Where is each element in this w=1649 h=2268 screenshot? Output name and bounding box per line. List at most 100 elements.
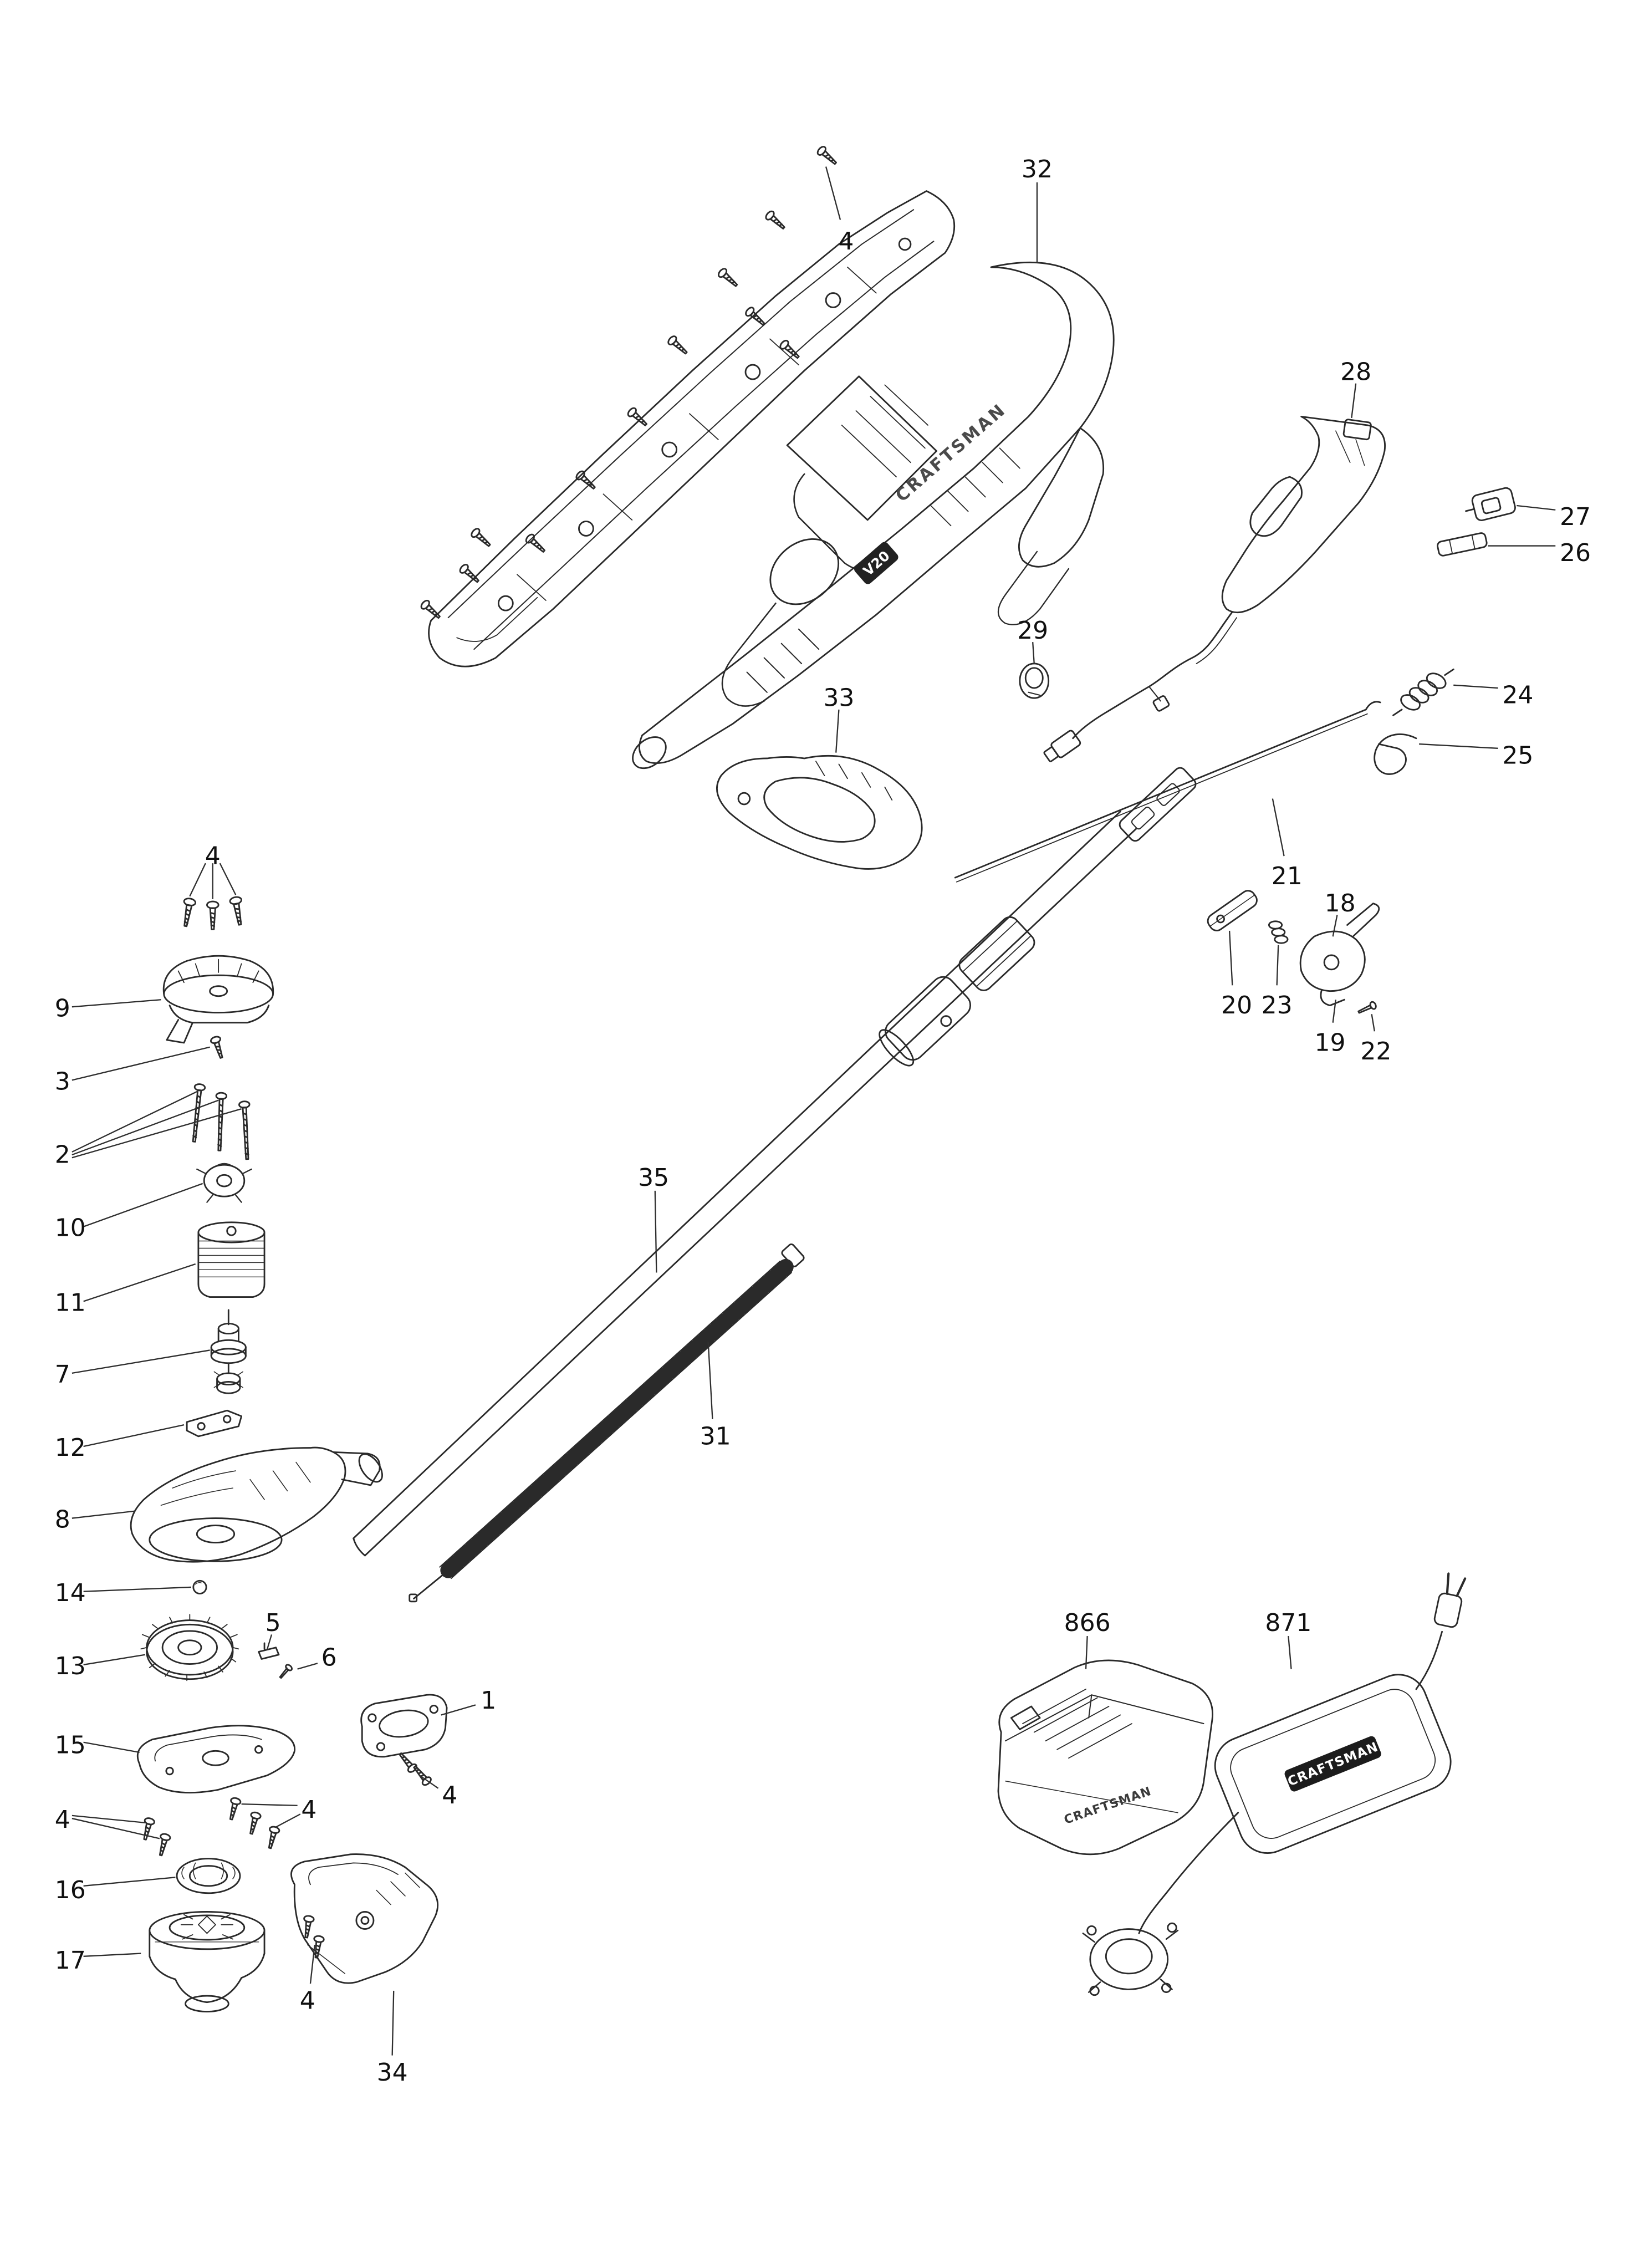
leader-line-8-0 (72, 1510, 136, 1519)
leader-line-21-0 (1272, 798, 1285, 857)
v20-badge (854, 542, 898, 584)
leader-line-20-0 (1228, 930, 1233, 986)
part-label-2: 2 (55, 1141, 70, 1169)
part-label-35: 35 (638, 1164, 669, 1192)
part-15-guard (136, 1725, 295, 1794)
part-10-hub (196, 1163, 252, 1203)
wiring-harness (1072, 611, 1233, 740)
screw-icon (300, 1914, 315, 1939)
part-label-3: 3 (55, 1067, 70, 1095)
part-34-cover (290, 1853, 439, 1984)
charger-input-cord (1415, 1630, 1443, 1690)
part-24-spring (1392, 668, 1454, 716)
charger-logo-badge (1284, 1736, 1381, 1792)
part-7-rotor (210, 1309, 247, 1394)
leader-line-4d-1 (72, 1817, 160, 1839)
part-label-15: 15 (55, 1731, 86, 1759)
leader-line-35-0 (654, 1190, 657, 1273)
part-18-cam-lever (1299, 903, 1380, 1007)
leader-line-6-0 (297, 1663, 318, 1670)
part-12-plate (186, 1409, 243, 1438)
part-11-motor (197, 1221, 266, 1298)
leader-line-7-0 (72, 1349, 210, 1374)
leader-line-5-0 (267, 1634, 273, 1649)
leader-line-16-0 (83, 1877, 176, 1887)
part-label-17: 17 (55, 1946, 86, 1975)
screw-icon (666, 334, 691, 358)
part-label-18: 18 (1325, 889, 1356, 918)
leader-line-2-1 (72, 1099, 219, 1156)
part-label-6: 6 (321, 1643, 337, 1671)
part-17-spool (149, 1911, 266, 2012)
leader-line-22-0 (1371, 1013, 1375, 1032)
leader-line-4b-2 (219, 863, 237, 895)
screw-icon (206, 900, 219, 930)
leader-line-15-0 (83, 1741, 140, 1754)
shaft-coupler-lower (879, 976, 972, 1067)
part-label-4f: 4 (300, 1987, 315, 2015)
part-label-23: 23 (1262, 991, 1293, 1020)
part-label-14: 14 (55, 1579, 86, 1607)
leader-line-866-0 (1085, 1635, 1088, 1669)
part-label-32: 32 (1022, 155, 1053, 184)
part-label-1: 1 (481, 1686, 496, 1715)
leader-line-3-0 (72, 1046, 210, 1081)
battery-latch (1010, 1705, 1041, 1730)
part-35-shaft-tube (353, 767, 1197, 1557)
part-label-11: 11 (55, 1288, 86, 1317)
part-label-25: 25 (1502, 741, 1533, 769)
leader-line-9-0 (72, 999, 161, 1008)
part-label-4b: 4 (205, 842, 221, 870)
part-8-gear-housing (130, 1446, 383, 1563)
guard-screws-group (139, 1796, 281, 1857)
screw-icon (264, 1824, 281, 1851)
part-31-flex-shaft (409, 1243, 805, 1603)
leader-line-2-2 (72, 1108, 242, 1159)
part-label-12: 12 (55, 1434, 86, 1462)
leader-line-10-0 (83, 1183, 203, 1227)
screw-icon (179, 896, 197, 928)
leader-line-28-0 (1351, 383, 1357, 419)
part-label-871: 871 (1265, 1609, 1311, 1637)
head-screws-group (179, 895, 247, 930)
leader-line-11-0 (83, 1263, 196, 1302)
part-14-ball (192, 1579, 207, 1595)
leader-line-4a-0 (825, 166, 841, 220)
leader-line-27-0 (1517, 504, 1556, 511)
part-1-clamp-bracket (360, 1694, 448, 1758)
wall-plug (1433, 1572, 1467, 1628)
screw-icon (238, 1100, 253, 1160)
leader-line-19-0 (1332, 1000, 1337, 1023)
part-label-866: 866 (1064, 1609, 1111, 1637)
part-5-clip (258, 1642, 280, 1660)
part-13-gear (140, 1614, 239, 1681)
part-label-4c: 4 (442, 1781, 457, 1810)
leader-line-13-0 (83, 1654, 146, 1665)
part-33-aux-handle (716, 755, 923, 870)
part-label-27: 27 (1560, 503, 1591, 531)
part-32-housing-left-half (428, 190, 956, 667)
leader-line-25-0 (1419, 743, 1498, 750)
part-29-switch-button (1019, 662, 1050, 699)
part-27-switch-block (1465, 487, 1516, 522)
part-label-33: 33 (823, 684, 854, 712)
part-21-rod (954, 701, 1381, 883)
part-label-34: 34 (377, 2058, 408, 2087)
part-label-5: 5 (266, 1609, 281, 1637)
leader-line-12-0 (83, 1424, 185, 1448)
part-label-16: 16 (55, 1876, 86, 1904)
leader-line-29-0 (1032, 642, 1035, 664)
screw-icon (396, 1750, 419, 1775)
screw-icon (155, 1832, 172, 1857)
screw-icon (228, 895, 247, 927)
screw-icon (625, 405, 650, 430)
part-label-31: 31 (700, 1422, 731, 1450)
part-28-switch-assembly (1043, 415, 1386, 762)
part-label-21: 21 (1272, 862, 1303, 890)
screw-icon (226, 1796, 242, 1822)
part-label-24: 24 (1502, 681, 1533, 709)
part-label-26: 26 (1560, 539, 1591, 567)
part-23-small-spring (1268, 920, 1289, 944)
part-20-clamp-half (1207, 890, 1258, 931)
